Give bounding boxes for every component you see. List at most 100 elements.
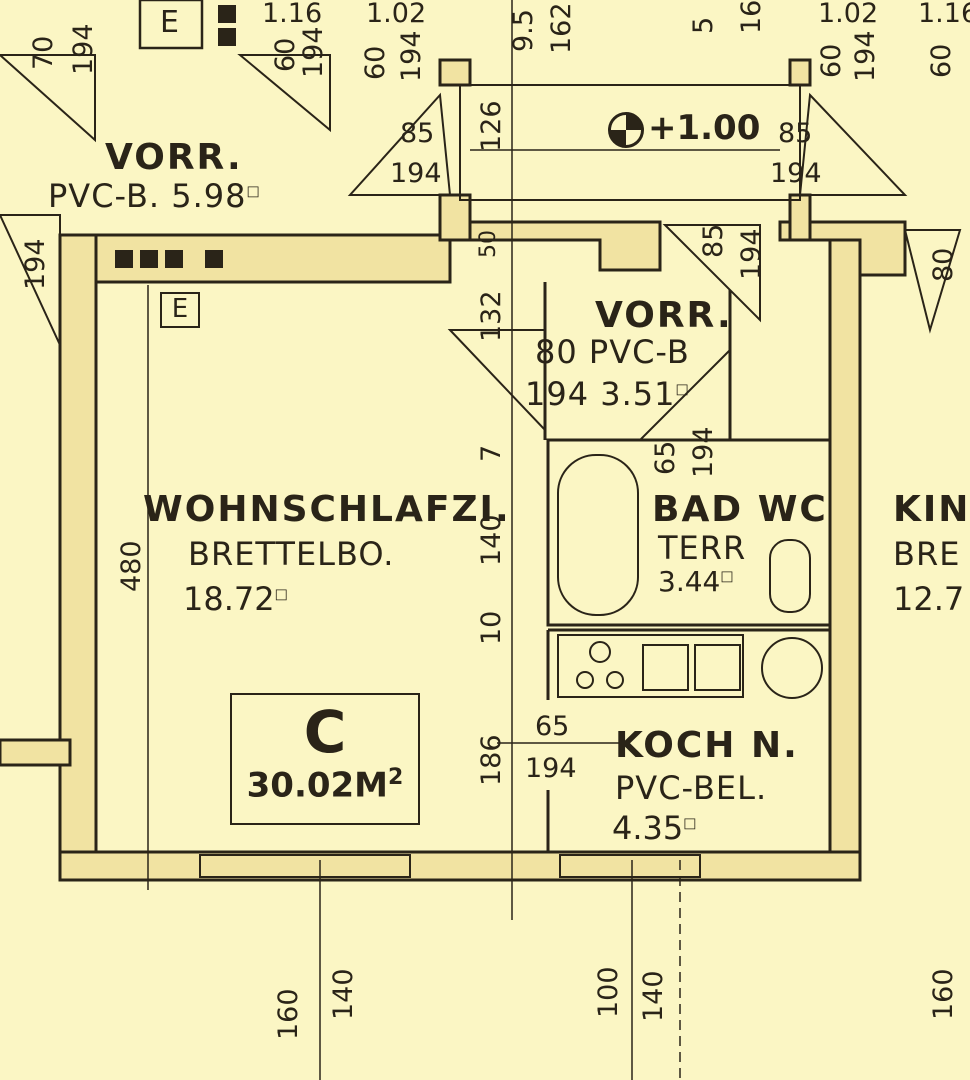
unit-letter: C: [303, 698, 347, 766]
room-name-kochnische: KOCH N.: [615, 725, 799, 766]
stove-burner: [606, 671, 624, 689]
e-box-top: [138, 0, 204, 50]
dim-label: 194: [20, 238, 51, 290]
dim-label: 194: [525, 753, 577, 784]
door-swing-5: [0, 54, 96, 143]
unit-area: 30.02M2: [246, 765, 404, 806]
wall-corridor-l2: [438, 193, 472, 242]
wall-left-outer: [0, 738, 72, 767]
kitchen-counter: [557, 634, 744, 698]
meter-block: [218, 5, 236, 23]
wall-corridor-right: [788, 58, 812, 87]
door-swing-1: [347, 92, 452, 196]
dim-label: 160: [273, 988, 304, 1040]
corridor-outline: [459, 84, 801, 201]
room-floor-bad: TERR: [658, 529, 747, 567]
door-swing-3: [447, 329, 546, 433]
sink-basin: [642, 644, 689, 691]
dim-label: 65: [650, 440, 681, 475]
wall-left: [58, 233, 98, 882]
wall-corridor-left: [438, 58, 472, 87]
dim-label: 194: [390, 158, 442, 189]
dim-label: 160: [928, 968, 959, 1020]
dim-label: 194: [770, 158, 822, 189]
dim-label: 85: [778, 118, 813, 149]
dim-label: 194: [736, 228, 767, 280]
room-floor-kochnische: PVC-BEL.: [615, 769, 768, 807]
dim-label: 85: [698, 223, 729, 258]
room-area-bad: 3.44□: [658, 565, 734, 598]
door-swing-8: [903, 229, 962, 334]
dim-label: 5: [688, 16, 719, 34]
meter-block: [218, 28, 236, 46]
room-floor-kind: BRE: [893, 535, 961, 573]
room-floor-wohnschlaf: BRETTELBO.: [188, 535, 395, 573]
sink-basin: [694, 644, 741, 691]
room-area-vorraum-inner: 194 3.51□: [525, 375, 690, 413]
dim-label: 186: [476, 734, 507, 786]
dim-label: 194: [298, 26, 329, 78]
electrical-box: E: [160, 292, 200, 328]
stove-burner: [589, 641, 611, 663]
level-marker: +1.00: [608, 108, 760, 148]
meter-block: [205, 250, 223, 268]
dim-label: 10: [476, 610, 507, 645]
bathtub: [557, 454, 639, 616]
room-floor-vorraum-top: PVC-B. 5.98□: [48, 177, 261, 215]
dim-label: 140: [476, 514, 507, 566]
wall-corridor-r2: [788, 193, 812, 242]
dim-label: 80: [928, 247, 959, 282]
dim-label: 85: [400, 118, 435, 149]
door-swing-6: [237, 54, 331, 133]
room-name-bad: BAD WC: [652, 489, 828, 530]
window-2: [559, 854, 701, 878]
dim-label: 132: [476, 290, 507, 342]
dim-label: 60: [360, 45, 391, 80]
door-swing-2: [798, 92, 908, 196]
meter-block: [165, 250, 183, 268]
room-name-kind: KIN: [893, 489, 970, 530]
partition-kitchen: [548, 628, 832, 852]
stove-burner: [576, 671, 594, 689]
dim-label: 1.16: [918, 0, 970, 29]
wall-right: [828, 220, 862, 882]
dim-label: 194: [68, 23, 99, 75]
dim-label: 194: [688, 426, 719, 478]
dim-label: 1.02: [366, 0, 427, 29]
dim-label: 16: [736, 0, 767, 34]
dim-label: 70: [28, 35, 59, 70]
dim-label: 480: [116, 540, 147, 592]
room-area-kochnische: 4.35□: [612, 809, 697, 847]
partition-bath-box: [546, 438, 832, 627]
meter-block: [115, 250, 133, 268]
dim-label: 126: [476, 100, 507, 152]
dim-label: 140: [638, 970, 669, 1022]
unit-box: C 30.02M2: [230, 693, 420, 825]
dim-label: 100: [593, 966, 624, 1018]
room-name-vorraum-inner: VORR.: [595, 295, 733, 336]
dim-label: 194: [850, 30, 881, 82]
room-area-wohnschlaf: 18.72□: [183, 580, 288, 618]
dim-label: 1.02: [818, 0, 879, 29]
door-swing-9: [662, 224, 761, 323]
dim-label: 60: [270, 37, 301, 72]
dim-label: 7: [476, 444, 507, 462]
room-name-wohnschlaf: WOHNSCHLAFZI.: [143, 489, 511, 530]
dim-label: 1.16: [262, 0, 323, 29]
meter-block: [140, 250, 158, 268]
dim-label: 65: [535, 711, 570, 742]
level-icon: [608, 111, 644, 148]
dim-label: 60: [816, 43, 847, 78]
electrical-box-top: E: [160, 5, 179, 40]
wall-top-left: [60, 233, 452, 284]
window-1: [199, 854, 411, 878]
dim-label: 194: [396, 30, 427, 82]
dim-label: 60: [926, 43, 957, 78]
dim-label: 50: [476, 230, 501, 258]
dim-label: 162: [546, 2, 577, 54]
dim-label: 9.5: [508, 9, 539, 52]
dim-label: 140: [328, 968, 359, 1020]
wc-bowl: [769, 539, 811, 613]
room-floor-vorraum-inner: 80 PVC-B: [535, 333, 690, 371]
